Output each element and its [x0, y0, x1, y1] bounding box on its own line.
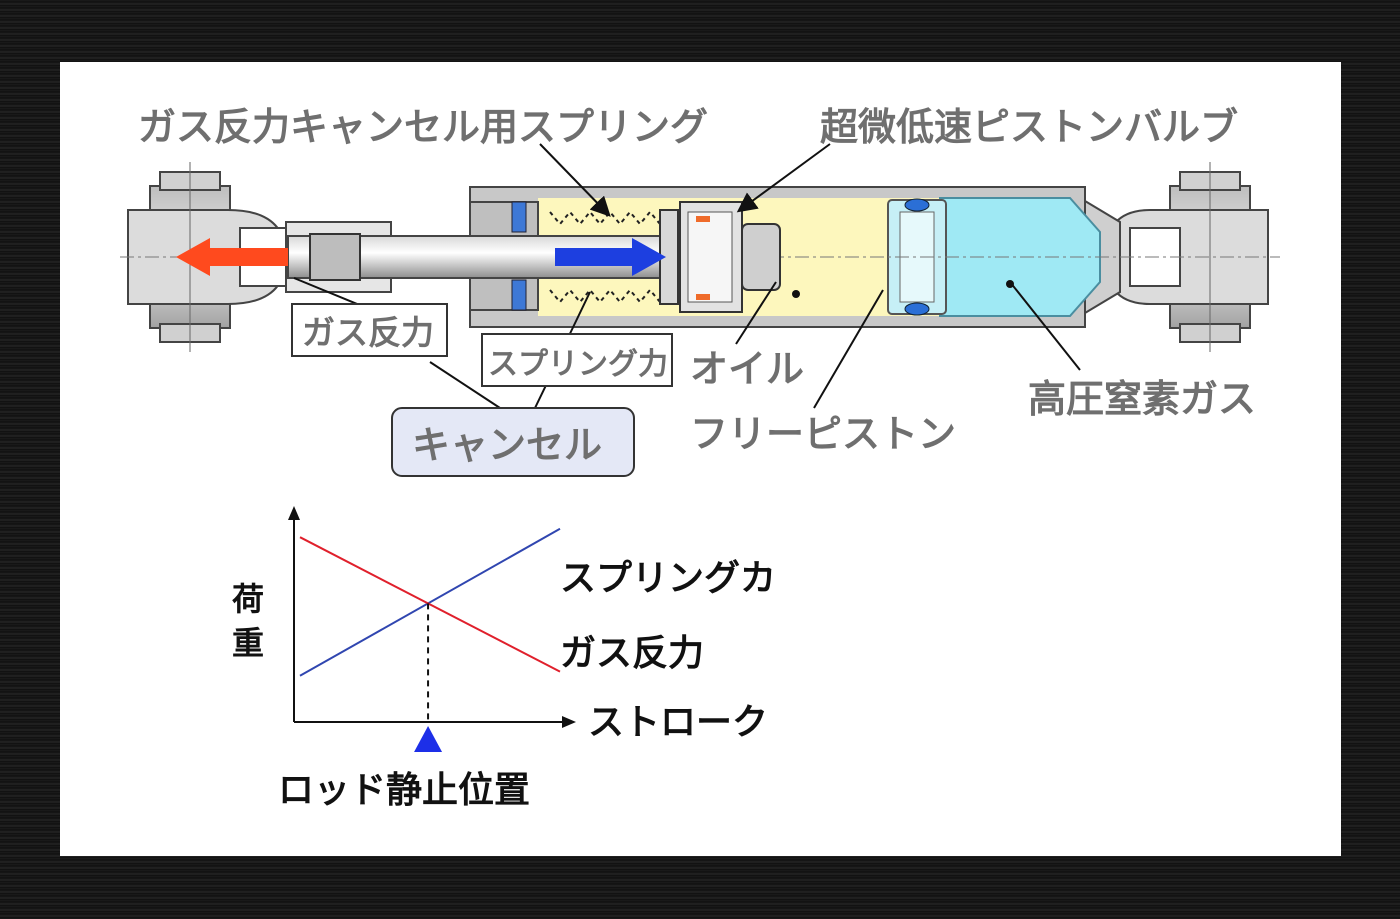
label-cancel: キャンセル — [412, 423, 602, 467]
label-free-piston: フリーピストン — [690, 412, 956, 456]
y-axis-label-char-1: 荷 — [232, 580, 264, 618]
cancel-box — [391, 407, 635, 477]
piston-valve — [659, 201, 781, 313]
label-ultra-low-speed-valve: 超微低速ピストンバルブ — [820, 105, 1238, 149]
label-nitrogen-gas: 高圧窒素ガス — [1028, 377, 1256, 421]
x-axis-label: ストローク — [588, 702, 768, 743]
load-stroke-chart: 荷 重 ストローク スプリングカ ガス反力 ロッド静止位置 — [232, 506, 776, 811]
series-spring-force-line — [299, 527, 561, 677]
series-gas-force-line — [299, 536, 561, 673]
shock-absorber-diagram: ガス反力キャンセル用スプリング 超微低速ピストンバルブ ガス反力 スプリング力 … — [120, 105, 1280, 811]
y-axis-label-char-2: 重 — [232, 624, 264, 662]
label-oil: オイル — [690, 347, 804, 391]
spring-force-box — [481, 333, 673, 387]
legend-gas-force: ガス反力 — [560, 633, 704, 674]
label-spring-force: スプリング力 — [488, 347, 668, 382]
gas-force-box — [291, 303, 448, 357]
gas-force-arrow — [176, 238, 288, 276]
rest-position-marker — [414, 726, 443, 752]
spring-force-arrow — [555, 238, 666, 276]
legend-spring-force: スプリングカ — [560, 558, 776, 599]
label-gas-force: ガス反力 — [302, 313, 434, 352]
label-gas-cancel-spring: ガス反力キャンセル用スプリング — [138, 105, 708, 149]
diagram-panel: ガス反力キャンセル用スプリング 超微低速ピストンバルブ ガス反力 スプリング力 … — [60, 62, 1341, 856]
rest-position-label: ロッド静止位置 — [278, 770, 530, 811]
